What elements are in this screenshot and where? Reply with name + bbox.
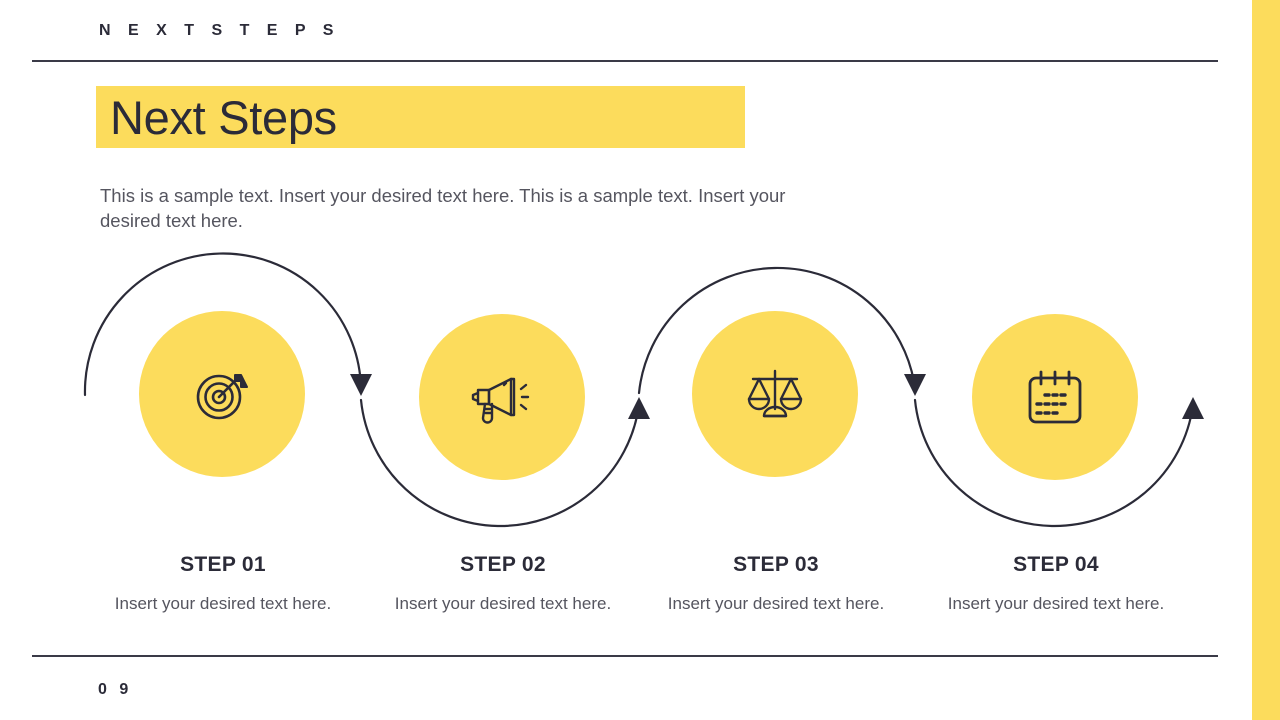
step-circle-4[interactable] [972, 314, 1138, 480]
arrow-down-3 [904, 374, 926, 396]
step-title-4: STEP 04 [1013, 553, 1099, 576]
arrow-down-1 [350, 374, 372, 396]
step-caption-4: STEP 04 Insert your desired text here. [936, 553, 1176, 616]
arrow-up-4 [1182, 397, 1204, 419]
step-caption-1: STEP 01 Insert your desired text here. [103, 553, 343, 616]
step-circle-3[interactable] [692, 311, 858, 477]
arrow-up-2 [628, 397, 650, 419]
step-description-2: Insert your desired text here. [394, 594, 612, 613]
title-highlight-band [96, 86, 745, 148]
right-accent-bar [1252, 0, 1280, 720]
step-description-4: Insert your desired text here. [947, 594, 1165, 613]
step-caption-2: STEP 02 Insert your desired text here. [383, 553, 623, 616]
balance-scales-icon [743, 362, 807, 426]
calendar-icon [1023, 365, 1087, 429]
step-circle-2[interactable] [419, 314, 585, 480]
step-title-3: STEP 03 [733, 553, 819, 576]
page-title: Next Steps [110, 91, 337, 144]
target-arrow-icon [191, 363, 253, 425]
page-number: 0 9 [98, 681, 133, 698]
megaphone-icon [469, 364, 535, 430]
step-description-3: Insert your desired text here. [667, 594, 885, 613]
footer-divider [32, 655, 1218, 657]
step-title-1: STEP 01 [180, 553, 266, 576]
step-description-1: Insert your desired text here. [114, 594, 332, 613]
intro-paragraph: This is a sample text. Insert your desir… [100, 185, 786, 231]
header-divider [32, 60, 1218, 62]
step-title-2: STEP 02 [460, 553, 546, 576]
header-label: N E X T S T E P S [99, 22, 340, 39]
step-caption-3: STEP 03 Insert your desired text here. [656, 553, 896, 616]
step-circle-1[interactable] [139, 311, 305, 477]
